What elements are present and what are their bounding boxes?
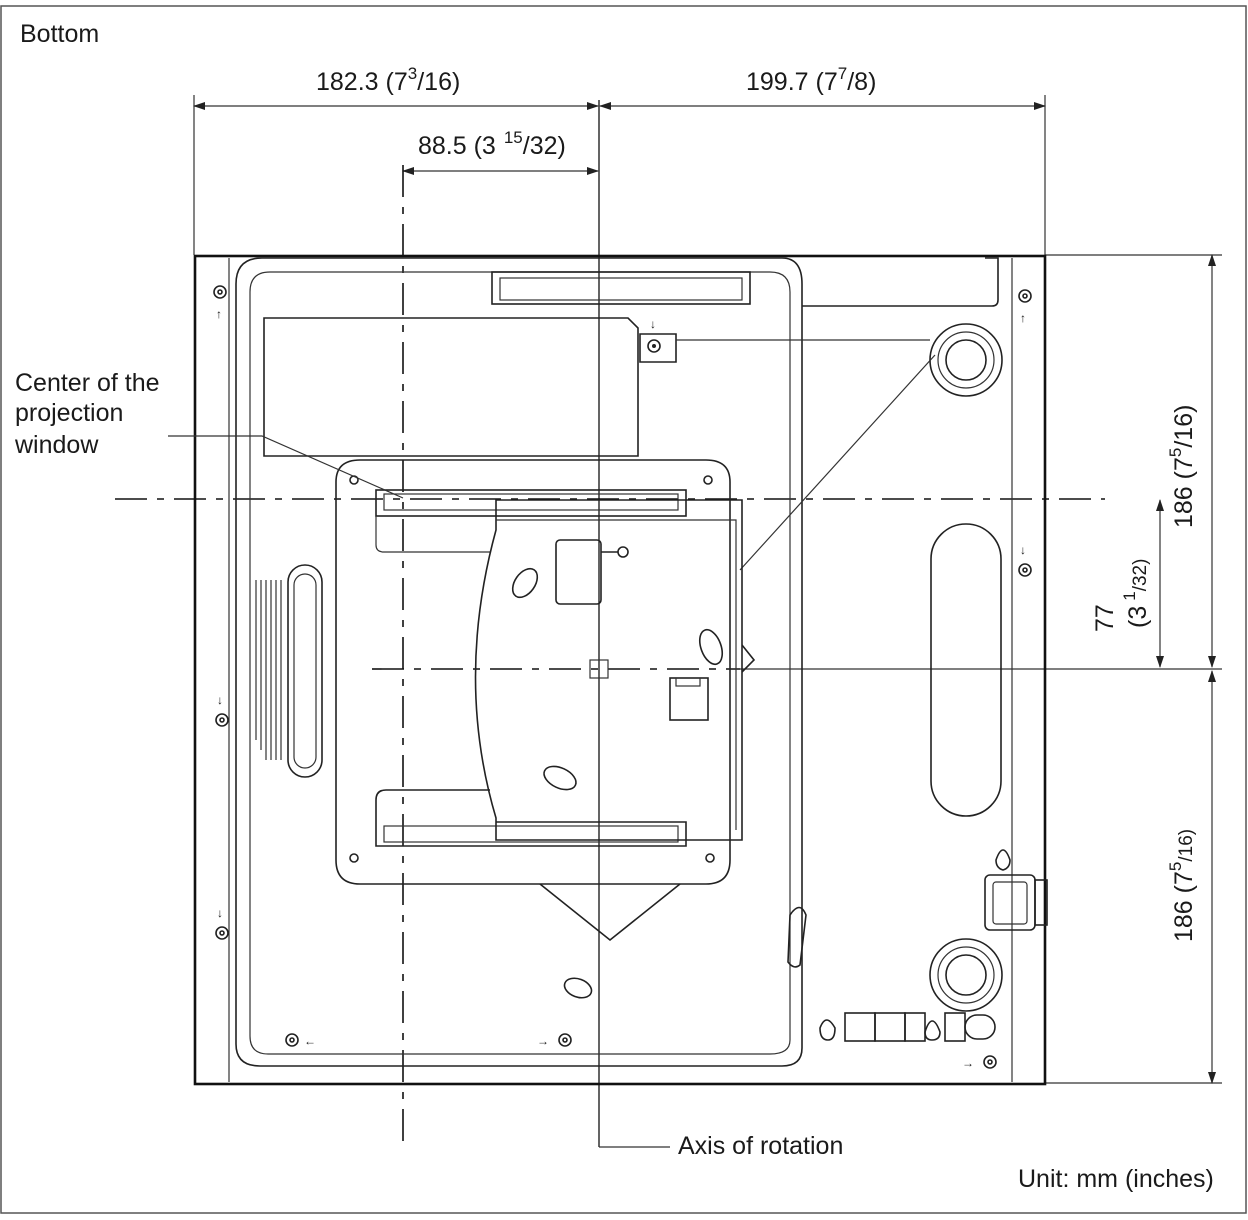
dim-lower-depth-label: 186 (75/16) <box>1166 829 1198 942</box>
foot-bottom-right <box>929 938 1003 1012</box>
projection-window-label-line3: window <box>14 431 99 459</box>
lens-carriage <box>474 499 743 841</box>
svg-text:↓: ↓ <box>217 906 223 920</box>
view-title: Bottom <box>20 20 99 48</box>
axis-of-rotation-label: Axis of rotation <box>678 1132 843 1160</box>
foot-top-right <box>929 323 1003 397</box>
svg-text:←: ← <box>304 1034 316 1048</box>
projection-window-label-line1: Center of the <box>15 369 160 397</box>
dim-window-offset-in: (31/32) <box>1120 559 1152 628</box>
svg-text:↑: ↑ <box>1020 311 1026 325</box>
svg-text:↓: ↓ <box>217 693 223 707</box>
svg-text:→: → <box>537 1034 549 1048</box>
projection-window-label-line2: projection <box>15 399 123 427</box>
svg-text:↑: ↑ <box>216 307 222 321</box>
dim-window-offset-mm: 77 <box>1091 604 1119 632</box>
svg-text:→: → <box>962 1056 974 1070</box>
projector-outline <box>193 254 1047 1086</box>
unit-label: Unit: mm (inches) <box>1018 1165 1214 1193</box>
outer-border <box>0 5 1247 1214</box>
dim-left-width-label: 182.3 (73/16) <box>316 64 460 96</box>
svg-text:↓: ↓ <box>650 317 656 331</box>
dim-right-width-label: 199.7 (77/8) <box>746 64 876 96</box>
projection-window-leader <box>168 435 404 499</box>
dim-upper-depth-label: 186 (75/16) <box>1166 405 1198 528</box>
svg-text:↓: ↓ <box>1020 543 1026 557</box>
